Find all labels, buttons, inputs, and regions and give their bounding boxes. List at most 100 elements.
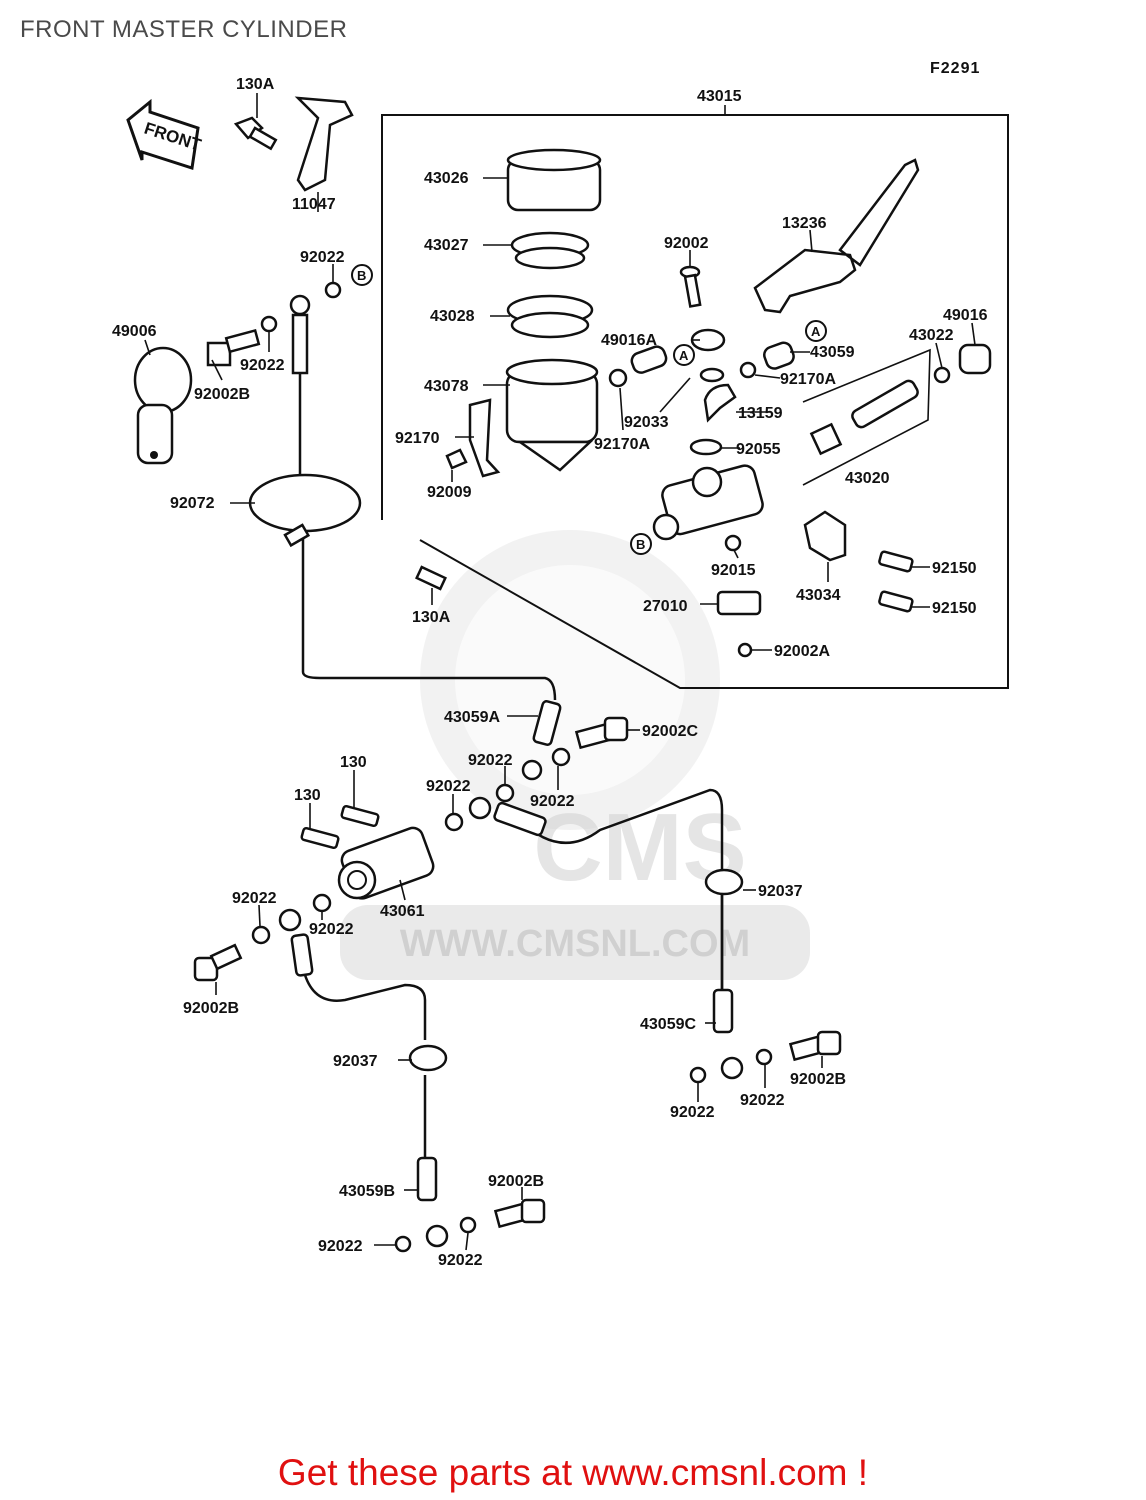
screw-92009	[445, 448, 468, 470]
cap-43026	[506, 148, 602, 212]
label-92170: 92170	[395, 430, 440, 447]
bolt-92002b-mid	[193, 943, 243, 982]
label-92022-f: 92022	[232, 890, 277, 907]
cmsnl-watermark: WWW.CMSNL.COM CMS	[340, 530, 810, 980]
label-27010: 27010	[643, 598, 688, 615]
footer-link-text[interactable]: Get these parts at www.cmsnl.com !	[277, 1452, 869, 1493]
reference-markers: B A A B	[351, 264, 827, 555]
label-130a-mid: 130A	[412, 609, 451, 626]
marker-b-top: B	[357, 268, 366, 283]
reservoir-43078	[505, 358, 599, 472]
label-92022-c: 92022	[468, 752, 513, 769]
label-92072: 92072	[170, 495, 215, 512]
bolt-92015	[724, 534, 742, 552]
label-43061: 43061	[380, 903, 425, 920]
hose-43059b	[416, 1156, 449, 1248]
label-43026: 43026	[424, 170, 469, 187]
label-43027: 43027	[424, 237, 469, 254]
screw-92002a	[737, 642, 753, 658]
label-92037-left: 92037	[333, 1053, 378, 1070]
label-92150-b: 92150	[932, 600, 977, 617]
bolt-130a-mid	[415, 565, 447, 591]
bolt-92150-a	[878, 550, 914, 573]
label-92009: 92009	[427, 484, 472, 501]
marker-b-body: B	[636, 537, 645, 552]
clamp-92170a-left	[608, 345, 668, 388]
label-13236: 13236	[782, 215, 827, 232]
junction-43061	[337, 826, 435, 900]
hose-43059	[739, 341, 795, 379]
label-92022-e: 92022	[426, 778, 471, 795]
bolt-130-a	[340, 804, 380, 828]
label-92022-h: 92022	[670, 1104, 715, 1121]
master-cylinder-body	[652, 464, 764, 541]
label-13159: 13159	[738, 405, 783, 422]
label-92022-top: 92022	[300, 249, 345, 266]
label-49016a: 49016A	[601, 332, 657, 349]
banjo-lower-left	[278, 908, 314, 977]
label-43059a: 43059A	[444, 709, 500, 726]
label-92002c: 92002C	[642, 723, 698, 740]
label-92022-b: 92022	[240, 357, 285, 374]
marker-a-left: A	[679, 348, 689, 363]
assembly-43015-box	[381, 105, 1009, 689]
bolt-92002	[679, 265, 702, 308]
bolt-92150-b	[878, 590, 914, 613]
banjo-top	[289, 294, 311, 375]
label-92022-j: 92022	[318, 1238, 363, 1255]
label-43059: 43059	[810, 344, 855, 361]
label-92002a: 92002A	[774, 643, 830, 660]
washer-92055	[689, 438, 723, 456]
label-43059b: 43059B	[339, 1183, 395, 1200]
bolt-130-b	[300, 826, 340, 850]
watermark-url: WWW.CMSNL.COM	[400, 923, 750, 965]
label-130-b: 130	[294, 787, 321, 804]
label-92170a-left: 92170A	[594, 436, 650, 453]
figure-code: F2291	[930, 60, 981, 77]
front-arrow: FRONT	[126, 98, 204, 170]
clamp-92037-right	[704, 868, 744, 896]
label-11047: 11047	[292, 196, 336, 213]
label-92022-k: 92022	[438, 1252, 483, 1269]
cover-49006	[133, 346, 193, 465]
boot-49016	[958, 343, 992, 375]
label-43022: 43022	[909, 327, 954, 344]
strap-92072	[248, 473, 362, 548]
lever-13236	[753, 158, 920, 314]
label-92022-i: 92022	[740, 1092, 785, 1109]
label-92002: 92002	[664, 235, 709, 252]
label-92033: 92033	[624, 414, 669, 431]
label-130a-top: 130A	[236, 76, 275, 93]
clamp-43034	[803, 510, 847, 562]
label-43059c: 43059C	[640, 1016, 696, 1033]
label-49006: 49006	[112, 323, 157, 340]
label-92022-d: 92022	[530, 793, 575, 810]
clamp-92170	[468, 398, 501, 478]
circlip-43022	[933, 366, 951, 384]
page-title: FRONT MASTER CYLINDER	[20, 16, 348, 43]
label-43028: 43028	[430, 308, 475, 325]
bracket-11047	[294, 96, 354, 192]
switch-27010	[716, 590, 762, 616]
label-43015: 43015	[697, 88, 742, 105]
label-92002b-right: 92002B	[790, 1071, 846, 1088]
hose-43059c	[712, 988, 744, 1080]
label-92150-a: 92150	[932, 560, 977, 577]
label-92022-g: 92022	[309, 921, 354, 938]
banjo-center	[468, 796, 547, 837]
label-92037-right: 92037	[758, 883, 803, 900]
fitting-13159	[703, 383, 737, 423]
label-92015: 92015	[711, 562, 756, 579]
label-92002b-top: 92002B	[194, 386, 250, 403]
label-43034: 43034	[796, 587, 841, 604]
piston-43020	[809, 379, 919, 456]
bolt-92002b-right	[788, 1030, 842, 1062]
hose-43059a	[521, 700, 562, 781]
brake-hoses	[298, 370, 724, 1160]
label-43078: 43078	[424, 378, 469, 395]
label-92002b-bottom: 92002B	[488, 1173, 544, 1190]
part-shapes	[133, 96, 992, 1253]
label-130-a: 130	[340, 754, 367, 771]
bolt-92002b-top	[206, 328, 261, 367]
